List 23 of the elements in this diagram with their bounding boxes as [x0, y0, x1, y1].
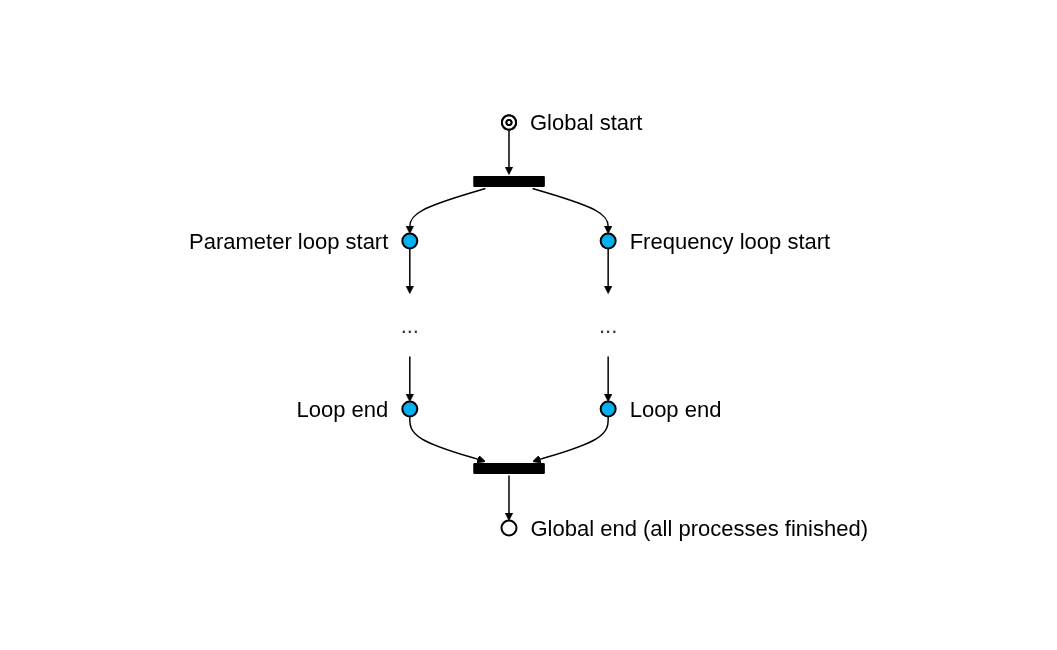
node-circle: [500, 519, 518, 537]
place-label: Parameter loop start: [189, 228, 389, 254]
ellipsis-text: ...: [400, 311, 419, 340]
arrow: [405, 355, 415, 402]
place-label: Frequency loop start: [629, 228, 831, 254]
ellipsis-text: ...: [599, 311, 618, 340]
arrow: [603, 355, 613, 402]
arrow: [405, 187, 487, 234]
node-circle: [401, 400, 419, 418]
place-label: Global end (all processes finished): [530, 515, 868, 541]
arrow: [603, 247, 613, 294]
place-label: Loop end: [296, 396, 389, 422]
node-circle: [599, 232, 617, 250]
arrow: [405, 247, 415, 294]
node-circle: [599, 400, 617, 418]
arrow: [532, 415, 609, 464]
arrow: [504, 128, 514, 175]
arrow: [531, 187, 613, 234]
place-label: Loop end: [629, 396, 722, 422]
node-circle: [401, 232, 419, 250]
place-label: Global start: [530, 109, 643, 135]
arrow: [409, 415, 486, 464]
arrow: [504, 474, 514, 521]
